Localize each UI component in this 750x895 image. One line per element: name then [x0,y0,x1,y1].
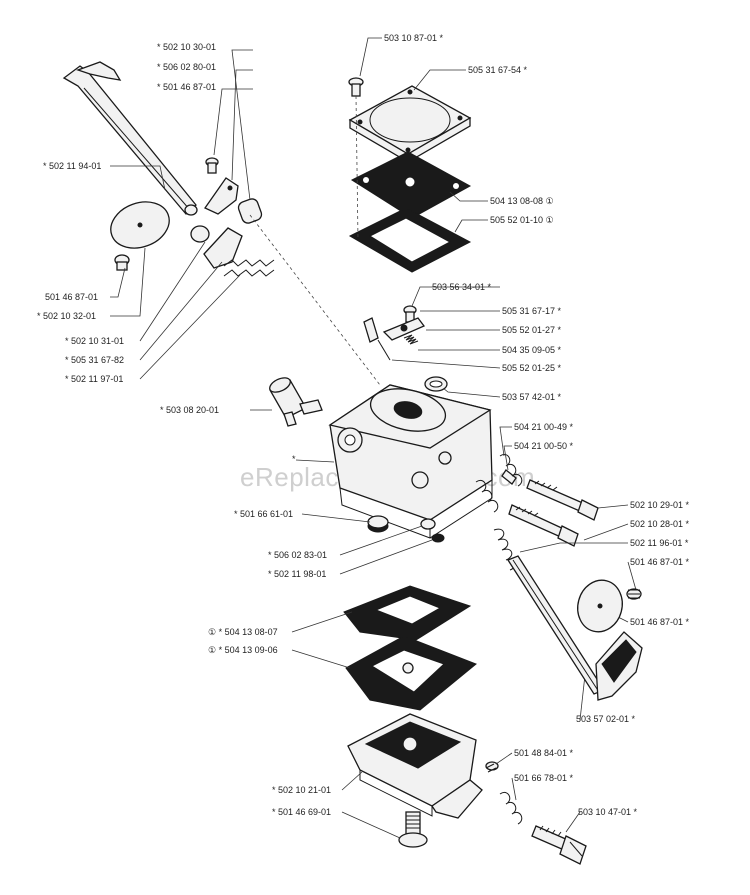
label-502-10-28-01: 502 10 28-01 * [630,519,690,529]
label-body-asterisk: * [292,454,296,464]
screen-filter [367,515,389,533]
cover-screw-bottom [398,811,428,848]
leaders-top-right [355,37,488,241]
leaders-diaphragm [291,611,353,669]
choke-shaft [507,555,643,701]
label-501-48-84-01: 501 48 84-01 * [514,748,574,758]
label-501-46-87-01-right-a: 501 46 87-01 * [630,557,690,567]
label-506-02-80-01: * 506 02 80-01 [157,62,216,72]
label-501-46-87-01-left: 501 46 87-01 [45,292,98,302]
pump-gasket [348,207,472,273]
label-503-57-02-01: 503 57 02-01 * [576,714,636,724]
leaders-top-left [110,49,381,386]
idle-screw [531,825,587,865]
throttle-plate [110,201,170,249]
lever-assembly [190,157,275,277]
label-502-10-31-01: * 502 10 31-01 [65,336,124,346]
label-501-46-87-01-right-b: 501 46 87-01 * [630,617,690,627]
label-502-10-29-01: 502 10 29-01 * [630,500,690,510]
label-502-11-97-01: * 502 11 97-01 [65,374,123,384]
label-502-10-21-01: * 502 10 21-01 [272,785,331,795]
metering-cover [347,713,483,819]
label-503-10-87-01: 503 10 87-01 * [384,33,444,43]
pump-diaphragm [350,151,472,219]
label-504-21-00-50: 504 21 00-50 * [514,441,574,451]
metering-diaphragm [345,635,477,711]
label-505-31-67-17: 505 31 67-17 * [502,306,562,316]
label-506-02-83-01: * 506 02 83-01 [268,550,327,560]
plate-screw [114,254,130,271]
throttle-shaft [62,61,198,216]
label-504-13-08-07: ① * 504 13 08-07 [208,627,278,637]
label-504-21-00-49: 504 21 00-49 * [514,422,574,432]
label-503-08-20-01: * 503 08 20-01 [160,405,219,415]
leaders-left-mid [301,513,433,575]
metering-gasket [343,585,472,641]
choke-screw [626,588,642,600]
carburetor-body [328,384,493,539]
metering-lever-parts [363,305,426,361]
label-505-52-01-27: 505 52 01-27 * [502,325,562,335]
label-504-35-09-05: 504 35 09-05 * [502,345,562,355]
label-502-10-32-01: * 502 10 32-01 [37,311,96,321]
label-503-57-42-01: 503 57 42-01 * [502,392,562,402]
label-505-52-01-10: 505 52 01-10 ① [490,215,554,225]
leaders-metering [391,286,501,398]
mixture-screw-low [508,504,579,547]
o-ring-small [424,376,448,392]
choke-plate [577,579,623,633]
check-valve-parts [420,518,445,543]
label-501-46-87-01-top: * 501 46 87-01 [157,82,216,92]
pump-cover [348,85,472,163]
label-503-56-34-01: 503 56 34-01 * [432,282,492,292]
label-501-46-69-01: * 501 46 69-01 [272,807,331,817]
label-505-31-67-82: * 505 31 67-82 [65,355,124,365]
label-501-66-61-01: * 501 66 61-01 [234,509,293,519]
label-505-52-01-25: 505 52 01-25 * [502,363,562,373]
part-number-labels: * 502 10 30-01 * 506 02 80-01 * 501 46 8… [37,33,690,817]
label-504-13-09-06: ① * 504 13 09-06 [208,645,278,655]
leaders-bottom [341,752,581,839]
mixture-screw-high [501,469,599,521]
idle-screw-spring [485,761,523,825]
label-502-11-94-01: * 502 11 94-01 [43,161,101,171]
label-502-11-96-01: 502 11 96-01 * [630,538,689,548]
cover-screw [348,77,364,97]
label-502-10-30-01: * 502 10 30-01 [157,42,216,52]
label-505-31-67-54: 505 31 67-54 * [468,65,528,75]
label-503-10-47-01: 503 10 47-01 * [578,807,638,817]
label-501-66-78-01: 501 66 78-01 * [514,773,574,783]
fuel-inlet [269,377,323,427]
leader-body [295,459,335,463]
label-502-11-98-01: * 502 11 98-01 [268,569,326,579]
label-504-13-08-08: 504 13 08-08 ① [490,196,554,206]
